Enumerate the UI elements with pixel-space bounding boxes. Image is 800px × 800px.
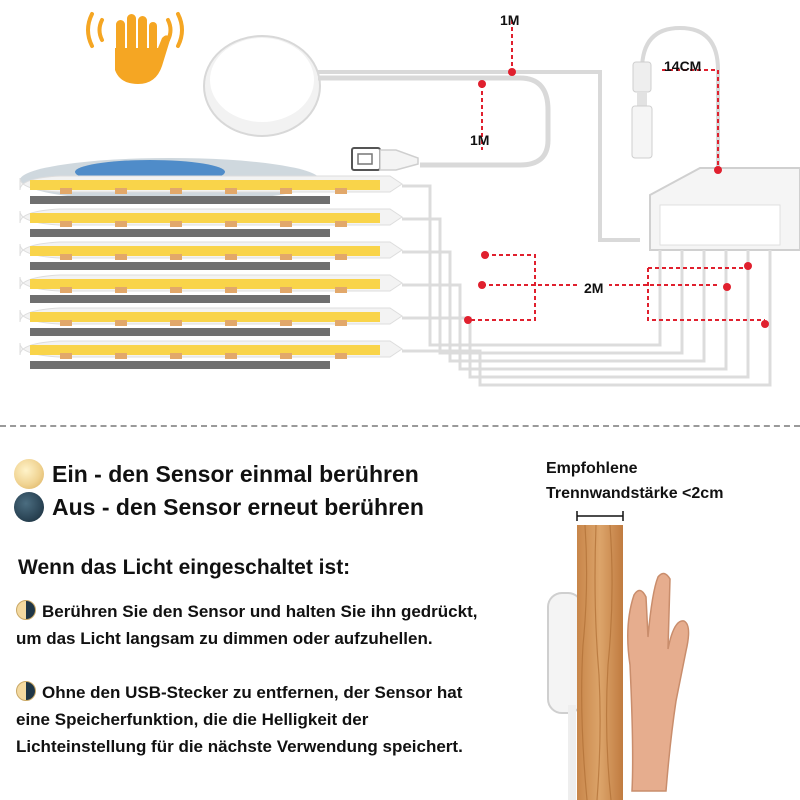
instruction-item-dimming: Berühren Sie den Sensor und halten Sie i…: [16, 598, 486, 652]
splitter-box: [649, 167, 800, 251]
instruction-text-dimming: Berühren Sie den Sensor und halten Sie i…: [16, 602, 478, 648]
instruction-text-memory: Ohne den USB-Stecker zu entfernen, der S…: [16, 683, 463, 756]
wiring-diagram: [19, 12, 800, 387]
mode-off-line: Aus - den Sensor erneut berühren: [14, 492, 424, 522]
wall-thickness-line1: Empfohlene: [546, 460, 638, 477]
instruction-item-memory: Ohne den USB-Stecker zu entfernen, der S…: [16, 679, 486, 760]
thickness-bracket: [576, 511, 624, 521]
usb-plug: [351, 147, 419, 171]
half-moon-icon: [16, 681, 36, 701]
instructions-heading: Wenn das Licht eingeschaltet ist:: [18, 556, 351, 579]
sensor-side: [547, 592, 583, 714]
split-length-label: 2M: [578, 280, 610, 296]
dc-cable: [631, 25, 720, 170]
led-strip-reels: [19, 158, 403, 369]
mode-off-text: Aus - den Sensor erneut berühren: [52, 493, 424, 520]
mode-on-line: Ein - den Sensor einmal berühren: [14, 459, 419, 489]
full-moon-icon: [14, 459, 44, 489]
wall-thickness-line2: Trennwandstärke <2cm: [546, 485, 724, 502]
wall-thickness-label: Empfohlene Trennwandstärke <2cm: [546, 456, 723, 506]
section-divider: [0, 425, 800, 427]
hand-illustration: [627, 572, 690, 792]
hand-wave-icon: [86, 12, 184, 84]
cable-length-label-top: 1M: [500, 12, 520, 28]
dc-cable-length-label: 14CM: [664, 58, 702, 74]
mode-on-text: Ein - den Sensor einmal berühren: [52, 460, 419, 487]
touch-sensor: [203, 35, 321, 137]
wall-panel-illustration: [547, 511, 690, 800]
cable-length-label-mid: 1M: [470, 132, 490, 148]
sensor-cable: [318, 75, 551, 168]
half-moon-icon: [16, 600, 36, 620]
new-moon-icon: [14, 492, 44, 522]
